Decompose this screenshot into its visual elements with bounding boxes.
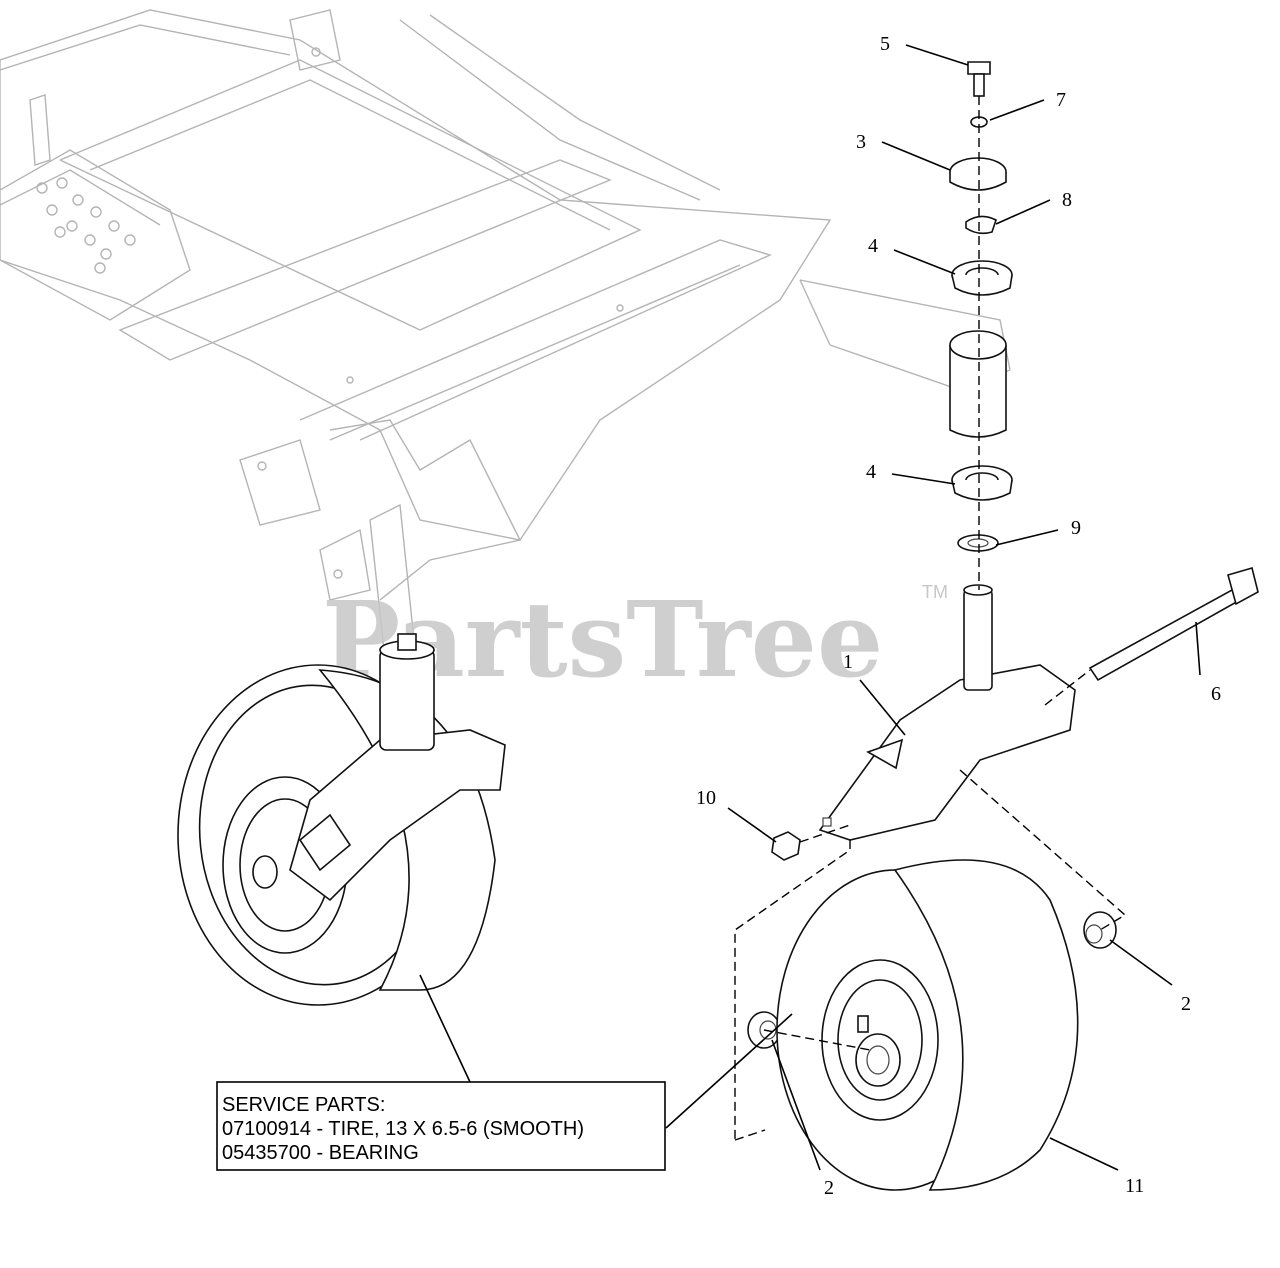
mower-frame-illustration	[0, 9, 1011, 661]
callout-7: 7	[1056, 89, 1066, 111]
watermark-trademark: TM	[922, 582, 948, 602]
service-parts-heading: SERVICE PARTS:	[222, 1094, 385, 1116]
callout-10: 10	[696, 787, 716, 809]
leader-lines	[419, 44, 1201, 1171]
callout-9: 9	[1071, 517, 1081, 539]
callout-2-right: 2	[1181, 993, 1191, 1015]
service-part-bearing: 05435700 - BEARING	[222, 1142, 419, 1164]
callout-2-left: 2	[824, 1177, 834, 1199]
callout-3: 3	[856, 131, 866, 153]
exploded-wheel	[776, 859, 1079, 1191]
diamond-plate-holes	[36, 177, 136, 274]
callout-6: 6	[1211, 683, 1221, 705]
exploded-hardware	[747, 61, 1259, 1049]
assembly-centerlines	[734, 96, 1127, 1141]
callout-1: 1	[843, 651, 853, 673]
service-parts-box: SERVICE PARTS: 07100914 - TIRE, 13 X 6.5…	[216, 1081, 666, 1171]
callout-4-upper: 4	[868, 235, 878, 257]
callout-4-lower: 4	[866, 461, 876, 483]
callout-labels: 5 7 3 8 4 4 9 1 6 10 2 2 11	[696, 33, 1221, 1199]
callout-11: 11	[1125, 1175, 1144, 1197]
assembled-caster-wheel	[177, 633, 506, 1006]
callout-8: 8	[1062, 189, 1072, 211]
callout-5: 5	[880, 33, 890, 55]
service-part-tire: 07100914 - TIRE, 13 X 6.5-6 (SMOOTH)	[222, 1118, 584, 1140]
